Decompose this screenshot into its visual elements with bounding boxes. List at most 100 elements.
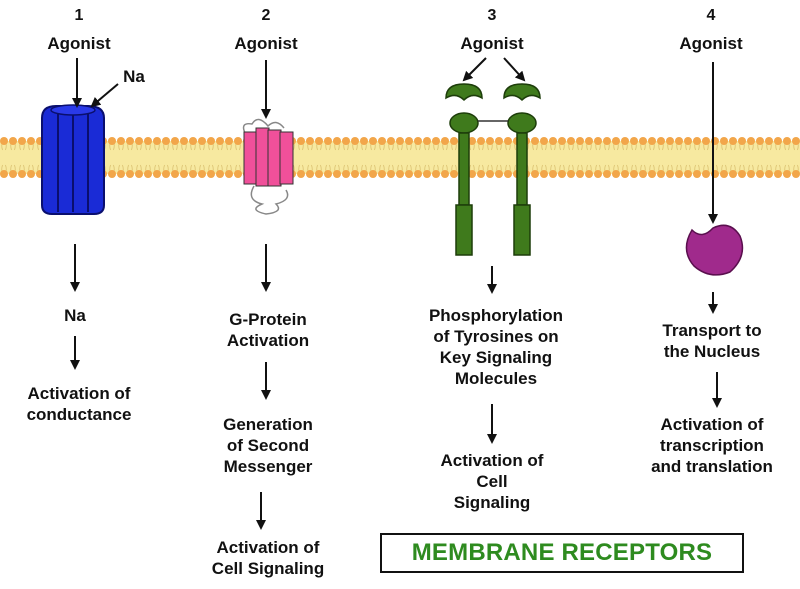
lipid-head bbox=[342, 170, 350, 178]
lipid-head bbox=[702, 170, 710, 178]
lipid-head bbox=[720, 170, 728, 178]
lipid-head bbox=[612, 137, 620, 145]
lipid-head bbox=[153, 170, 161, 178]
lipid-head bbox=[108, 170, 116, 178]
lipid-head bbox=[639, 137, 647, 145]
lipid-head bbox=[576, 170, 584, 178]
lipid-head bbox=[144, 170, 152, 178]
lipid-head bbox=[657, 137, 665, 145]
lipid-head bbox=[297, 170, 305, 178]
lipid-head bbox=[504, 170, 512, 178]
lipid-head bbox=[216, 170, 224, 178]
lipid-head bbox=[423, 170, 431, 178]
lipid-head bbox=[234, 170, 242, 178]
step-1-1: Na bbox=[64, 306, 86, 325]
lipid-head bbox=[684, 137, 692, 145]
lipid-head bbox=[432, 137, 440, 145]
lipid-head bbox=[171, 170, 179, 178]
lipid-head bbox=[756, 170, 764, 178]
lipid-head bbox=[207, 170, 215, 178]
lipid-head bbox=[468, 170, 476, 178]
lipid-head bbox=[621, 137, 629, 145]
step-4-1: Transport to the Nucleus bbox=[662, 321, 762, 361]
lipid-head bbox=[639, 170, 647, 178]
lipid-head bbox=[585, 137, 593, 145]
agonist-arrow-3a bbox=[462, 57, 487, 82]
lipid-head bbox=[738, 170, 746, 178]
lipid-head bbox=[234, 137, 242, 145]
lipid-head bbox=[18, 137, 26, 145]
intracellular-receptor bbox=[685, 224, 744, 276]
lipid-bilayer bbox=[0, 137, 800, 178]
lipid-head bbox=[729, 170, 737, 178]
diagram-title: MEMBRANE RECEPTORS bbox=[411, 539, 713, 566]
lipid-head bbox=[0, 170, 8, 178]
lipid-head bbox=[135, 170, 143, 178]
lipid-head bbox=[477, 170, 485, 178]
lipid-head bbox=[432, 170, 440, 178]
lipid-head bbox=[333, 170, 341, 178]
lipid-head bbox=[405, 137, 413, 145]
lipid-head bbox=[477, 137, 485, 145]
lipid-head bbox=[720, 137, 728, 145]
lipid-head bbox=[531, 170, 539, 178]
lipid-head bbox=[333, 137, 341, 145]
lipid-head bbox=[756, 137, 764, 145]
membrane-core bbox=[0, 141, 800, 174]
lipid-head bbox=[558, 170, 566, 178]
lipid-head bbox=[315, 170, 323, 178]
lipid-head bbox=[387, 170, 395, 178]
receptor-number-3: 3 bbox=[487, 7, 497, 24]
lipid-head bbox=[162, 170, 170, 178]
lipid-head bbox=[225, 170, 233, 178]
lipid-head bbox=[738, 137, 746, 145]
lipid-head bbox=[747, 137, 755, 145]
lipid-head bbox=[666, 137, 674, 145]
lipid-head bbox=[108, 137, 116, 145]
lipid-head bbox=[216, 137, 224, 145]
lipid-head bbox=[387, 137, 395, 145]
lipid-head bbox=[684, 170, 692, 178]
agonist-label-1: Agonist bbox=[47, 34, 111, 53]
lipid-head bbox=[765, 170, 773, 178]
lipid-head bbox=[657, 170, 665, 178]
step-3-1: Phosphorylation of Tyrosines on Key Sign… bbox=[428, 306, 564, 388]
lipid-head bbox=[567, 170, 575, 178]
lipid-head bbox=[666, 170, 674, 178]
lipid-head bbox=[396, 137, 404, 145]
step-1-2: Activation of conductance bbox=[26, 384, 132, 424]
lipid-head bbox=[549, 170, 557, 178]
lipid-head bbox=[351, 170, 359, 178]
lipid-head bbox=[567, 137, 575, 145]
lipid-head bbox=[603, 137, 611, 145]
lipid-head bbox=[468, 137, 476, 145]
lipid-head bbox=[351, 137, 359, 145]
lipid-head bbox=[576, 137, 584, 145]
lipid-head bbox=[369, 170, 377, 178]
lipid-head bbox=[171, 137, 179, 145]
lipid-head bbox=[486, 170, 494, 178]
receptor-number-1: 1 bbox=[74, 7, 84, 24]
lipid-head bbox=[369, 137, 377, 145]
lipid-head bbox=[315, 137, 323, 145]
lipid-head bbox=[693, 170, 701, 178]
lipid-head bbox=[549, 137, 557, 145]
lipid-head bbox=[792, 170, 800, 178]
diagram-title-box: MEMBRANE RECEPTORS bbox=[380, 533, 744, 573]
tyrosine-kinase-receptor bbox=[445, 83, 541, 256]
lipid-head bbox=[423, 137, 431, 145]
lipid-head bbox=[495, 137, 503, 145]
lipid-head bbox=[396, 170, 404, 178]
lipid-head bbox=[414, 137, 422, 145]
lipid-head bbox=[153, 137, 161, 145]
step-2-2: Generation of Second Messenger bbox=[223, 415, 313, 476]
lipid-head bbox=[126, 137, 134, 145]
lipid-head bbox=[378, 170, 386, 178]
lipid-head bbox=[450, 170, 458, 178]
lipid-head bbox=[531, 137, 539, 145]
lipid-head bbox=[648, 137, 656, 145]
step-2-3: Activation of Cell Signaling bbox=[211, 538, 325, 578]
lipid-head bbox=[306, 170, 314, 178]
lipid-head bbox=[702, 137, 710, 145]
lipid-head bbox=[729, 137, 737, 145]
